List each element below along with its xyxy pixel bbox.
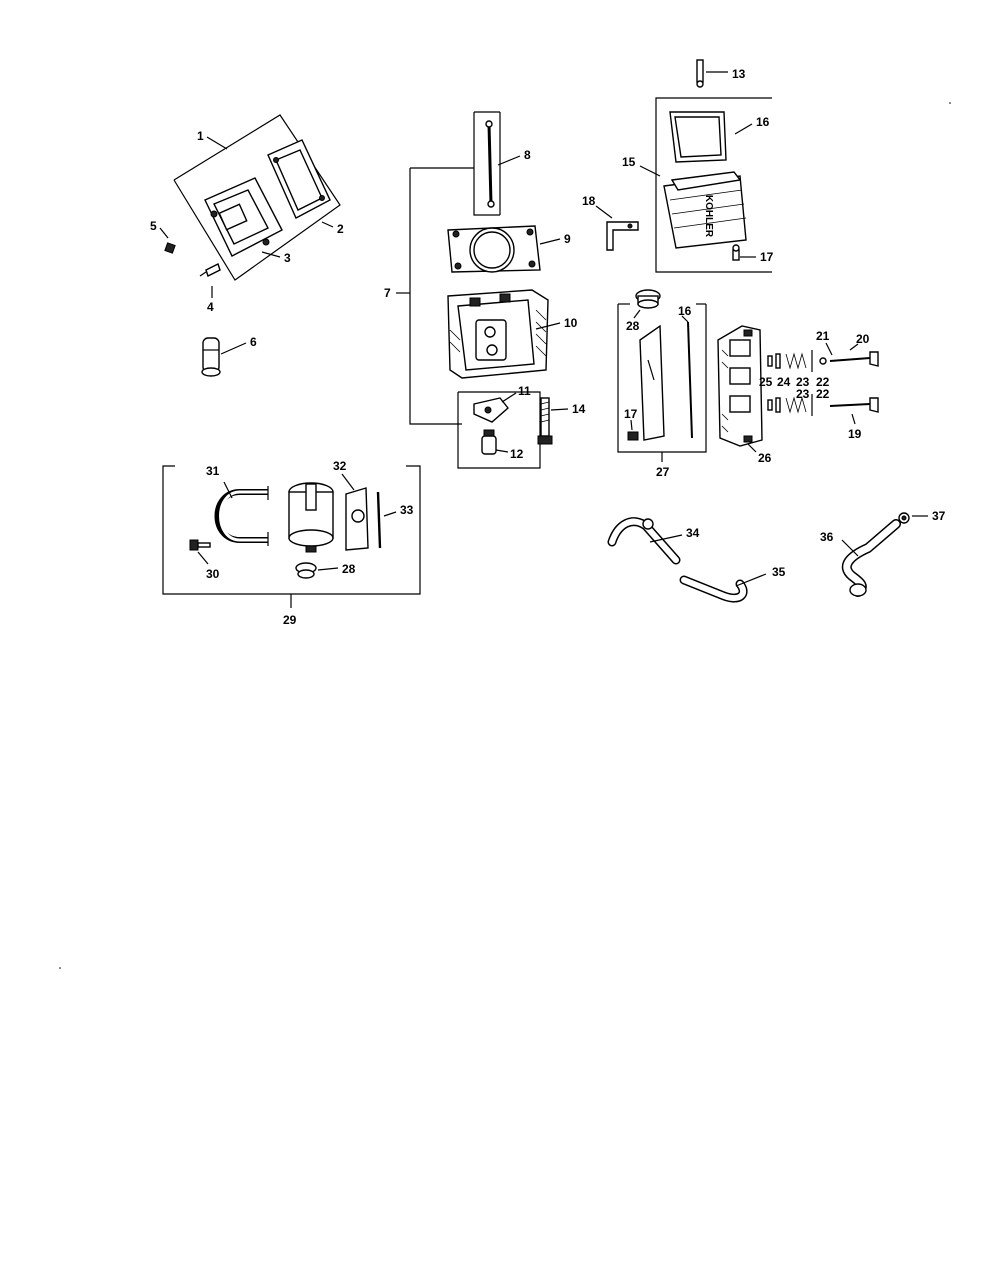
callout-6: 6	[250, 335, 257, 349]
breather-gasket	[267, 139, 331, 219]
cover-logo-lettering: KOHLER	[703, 195, 714, 238]
valve-train-group	[617, 289, 879, 462]
callout-labels: 1 2 3 4 5 6 7 8 9 10 11 12 13 14 15 16 1…	[150, 67, 946, 627]
callout-25: 25	[759, 375, 773, 389]
callout-16-cover: 16	[756, 115, 770, 129]
filter-bracket	[345, 487, 369, 551]
scan-speck	[59, 967, 61, 969]
lift-bracket	[606, 221, 639, 251]
callout-35: 35	[772, 565, 786, 579]
callout-22-upper: 22	[816, 375, 830, 389]
valve-cover-group: KOHLER	[595, 59, 772, 273]
group-1-bracket	[173, 114, 341, 281]
valve-cover: KOHLER	[663, 171, 747, 249]
breather-cover-group	[159, 114, 341, 377]
exhaust-valve	[829, 351, 879, 367]
callout-12: 12	[510, 447, 524, 461]
callout-14: 14	[572, 402, 586, 416]
callout-10: 10	[564, 316, 578, 330]
breather-filter	[288, 482, 334, 553]
callout-28-filter: 28	[342, 562, 356, 576]
breather-cover	[204, 177, 283, 257]
callout-36: 36	[820, 530, 834, 544]
callout-22-lower: 22	[816, 387, 830, 401]
hoses-group	[607, 512, 928, 603]
scan-speck	[949, 102, 951, 104]
callout-5: 5	[150, 219, 157, 233]
oil-fill-plug	[635, 289, 661, 309]
cylinder-head	[447, 289, 549, 379]
callout-34: 34	[686, 526, 700, 540]
callout-1: 1	[197, 129, 204, 143]
breather-tube	[201, 337, 221, 377]
cover-bolt	[696, 59, 704, 88]
filter-seal-strip	[376, 491, 382, 549]
cylinder-head-group	[396, 111, 569, 469]
callout-17-cover: 17	[760, 250, 774, 264]
callout-8: 8	[524, 148, 531, 162]
group-15-bracket	[655, 97, 772, 273]
callout-11: 11	[518, 384, 531, 398]
head-stud	[537, 397, 553, 445]
intake-valve	[829, 397, 879, 413]
callout-7: 7	[384, 286, 391, 300]
callout-17-plate: 17	[624, 407, 638, 421]
callout-23-upper: 23	[796, 375, 810, 389]
valve-keepers	[767, 355, 773, 411]
callout-29: 29	[283, 613, 297, 627]
callout-37: 37	[932, 509, 946, 523]
callout-27: 27	[656, 465, 670, 479]
callout-4: 4	[207, 300, 214, 314]
callout-18: 18	[582, 194, 596, 208]
valve-retainers	[775, 353, 781, 413]
breather-hose-35	[679, 575, 748, 603]
filter-plug	[295, 562, 317, 579]
callout-24: 24	[777, 375, 791, 389]
group-11-bracket	[457, 391, 541, 469]
callout-28-valve: 28	[626, 319, 640, 333]
breather-hose-36	[841, 519, 901, 597]
nut-part	[164, 242, 176, 254]
head-gasket	[447, 225, 541, 273]
cover-gasket	[669, 111, 727, 163]
filter-clamp	[214, 486, 269, 546]
callout-26: 26	[758, 451, 772, 465]
callout-15: 15	[622, 155, 636, 169]
callout-3: 3	[284, 251, 291, 265]
plate-screw	[627, 431, 639, 441]
screw-part	[199, 263, 221, 277]
pushrod	[485, 120, 495, 208]
callout-16-strip: 16	[678, 304, 692, 318]
valve-lock	[819, 357, 827, 365]
hose-clamp	[898, 512, 910, 524]
group-7-bracket	[409, 168, 462, 425]
group-8-bracket	[473, 112, 500, 216]
callout-9: 9	[564, 232, 571, 246]
callout-30: 30	[206, 567, 220, 581]
callout-23-lower: 23	[796, 387, 810, 401]
breather-filter-group	[162, 465, 421, 608]
head-plate	[639, 324, 665, 441]
callout-21: 21	[816, 329, 830, 343]
callout-20: 20	[856, 332, 870, 346]
callout-31: 31	[206, 464, 220, 478]
callout-2: 2	[337, 222, 344, 236]
pivot-part	[481, 429, 497, 455]
callout-13: 13	[732, 67, 746, 81]
callout-19: 19	[848, 427, 862, 441]
gasket-strip	[687, 321, 693, 439]
clamp-screw	[189, 539, 211, 551]
cover-screw	[732, 244, 740, 261]
breather-hose-34	[607, 517, 681, 565]
callout-33: 33	[400, 503, 414, 517]
callout-32: 32	[333, 459, 347, 473]
rocker-part	[473, 397, 509, 423]
valve-springs	[785, 352, 807, 414]
valve-head-block	[717, 325, 763, 447]
